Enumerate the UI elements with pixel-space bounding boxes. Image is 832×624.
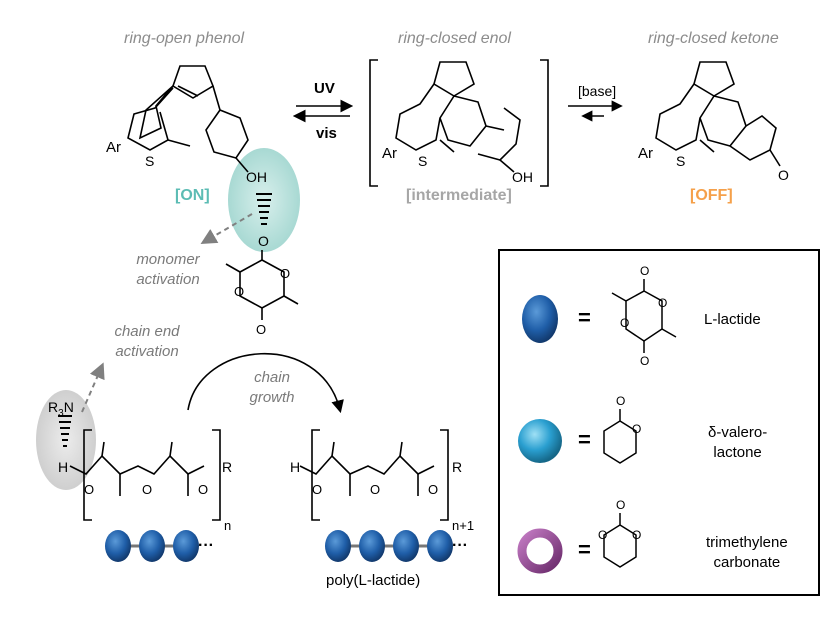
legend-lactide-o2: O (620, 316, 629, 330)
bead-l-lactide-r3 (393, 530, 419, 562)
legend-valerolactone-structure (603, 409, 637, 464)
monomer-activation-arrow (200, 213, 253, 245)
legend-eq-2: = (578, 427, 591, 452)
left-bead-ellipsis: ··· (198, 537, 214, 554)
h-bond-hash-top (256, 193, 272, 225)
note-chain-growth: chain growth (232, 368, 312, 408)
o-label-right-chain-1: O (312, 482, 322, 497)
legend-valerolactone-o2: O (632, 422, 641, 436)
note-chain-growth-text: chain growth (249, 369, 295, 406)
right-bead-chain: ··· (325, 530, 468, 562)
arrow-label-base: [base] (578, 83, 617, 99)
note-monomer-activation: monomer activation (112, 250, 224, 290)
bead-l-lactide-r4 (427, 530, 453, 562)
o-label-lactide-left: O (234, 284, 244, 299)
o-label-left-chain-2: O (142, 482, 152, 497)
ring-closed-enol-structure (395, 61, 521, 173)
arrow-label-vis: vis (316, 125, 337, 142)
bead-l-lactide-r2 (359, 530, 385, 562)
header-ring-closed-enol: ring-closed enol (398, 30, 511, 47)
r-label-left-chain: R (222, 459, 232, 475)
legend-valerolactone-icon (518, 419, 562, 463)
monomer-legend: O O O O O O O O O = = = L-lactide δ-vale… (498, 249, 820, 596)
legend-tmc-structure (603, 513, 637, 568)
bead-l-lactide-1 (105, 530, 131, 562)
o-label-lactide-right: O (280, 266, 290, 281)
left-polymer-structure (69, 429, 221, 521)
legend-label-l-lactide: L-lactide (704, 311, 761, 328)
h-label-right-chain: H (290, 459, 300, 475)
o-label-left-chain-3: O (198, 482, 208, 497)
bead-l-lactide-r1 (325, 530, 351, 562)
o-label-lactide-bottom: O (256, 322, 266, 337)
n1-label-right-chain: n+1 (452, 518, 474, 533)
legend-lactide-o1: O (640, 264, 649, 278)
note-chain-end-activation: chain end activation (92, 322, 202, 362)
h-bond-hash-left (58, 415, 72, 447)
state-on-label: [ON] (175, 187, 210, 204)
chain-growth-arrow (187, 352, 344, 414)
r-label-right-chain: R (452, 459, 462, 475)
legend-tmc-o3: O (632, 528, 641, 542)
legend-label-trimethylene-carbonate: trimethylene carbonate (706, 534, 788, 571)
oh-label-open: OH (246, 169, 267, 185)
state-intermediate-label: [intermediate] (406, 187, 512, 204)
ring-open-phenol-structure (127, 65, 249, 173)
legend-eq-1: = (578, 305, 591, 330)
legend-tmc-o1: O (616, 498, 625, 512)
legend-eq-3: = (578, 537, 591, 562)
right-bead-ellipsis: ··· (452, 537, 468, 554)
header-ring-closed-ketone: ring-closed ketone (648, 30, 779, 47)
arrow-label-uv: UV (314, 80, 335, 97)
o-label-right-chain-3: O (428, 482, 438, 497)
legend-l-lactide-structure (611, 279, 677, 353)
left-bead-chain: ··· (105, 530, 214, 562)
ring-closed-ketone-structure (655, 61, 781, 167)
o-label-left-chain-1: O (84, 482, 94, 497)
o-label-lactide-top: O (258, 233, 269, 249)
oh-label-enol: OH (512, 169, 533, 185)
r3n-label: R3N (48, 399, 74, 419)
state-off-label: [OFF] (690, 187, 733, 204)
o-label-right-chain-2: O (370, 482, 380, 497)
legend-valerolactone-o1: O (616, 394, 625, 408)
header-ring-open-phenol: ring-open phenol (124, 30, 245, 47)
legend-lactide-o3: O (658, 296, 667, 310)
ar-label-enol: Ar (382, 145, 397, 162)
legend-label-valerolactone: δ-valero- lactone (708, 424, 768, 461)
s-label-ketone: S (676, 153, 685, 169)
bead-l-lactide-2 (139, 530, 165, 562)
h-label-left-chain: H (58, 459, 68, 475)
note-monomer-activation-text: monomer activation (136, 251, 200, 288)
s-label-enol: S (418, 153, 427, 169)
legend-trimethylene-carbonate-icon (517, 528, 563, 574)
right-polymer-structure (299, 429, 449, 521)
monomer-lactide-structure (225, 250, 299, 320)
legend-l-lactide-icon (522, 295, 558, 343)
o-label-ketone: O (778, 167, 789, 183)
ar-label-open: Ar (106, 139, 121, 156)
bead-l-lactide-3 (173, 530, 199, 562)
legend-lactide-o4: O (640, 354, 649, 368)
s-label-open: S (145, 153, 154, 169)
legend-tmc-o2: O (598, 528, 607, 542)
ar-label-ketone: Ar (638, 145, 653, 162)
polymer-label: poly(L-lactide) (326, 572, 421, 589)
intermediate-bracket-left (369, 59, 378, 187)
intermediate-bracket-right (540, 59, 549, 187)
n-label-left-chain: n (224, 518, 231, 533)
legend-drawing: O O O O O O O O O (517, 264, 677, 574)
note-chain-end-activation-text: chain end activation (114, 323, 180, 360)
